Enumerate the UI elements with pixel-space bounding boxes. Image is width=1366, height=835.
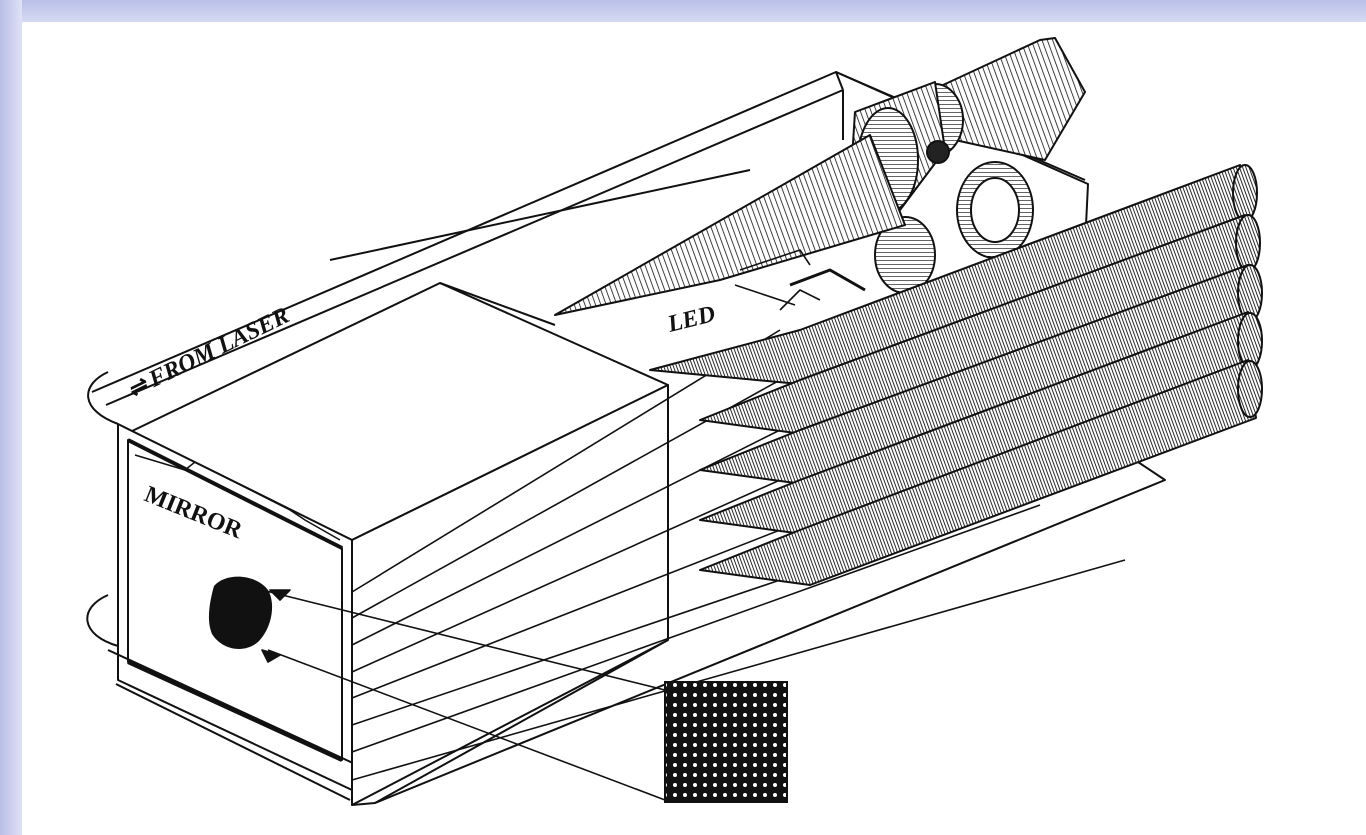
fiber-bundle-1 xyxy=(649,164,1258,386)
fiber-grid-inset xyxy=(664,681,788,803)
back-fiber-bundle xyxy=(849,37,1086,294)
slide-left-band xyxy=(0,0,22,835)
slide-top-band xyxy=(0,0,1366,22)
fiber-bundle-5 xyxy=(699,359,1263,586)
upper-fiber-cone xyxy=(329,134,906,316)
box-side-face xyxy=(351,384,1166,806)
spot-pointers xyxy=(261,589,666,801)
laser-spot xyxy=(208,576,273,649)
led-label: LED xyxy=(664,301,718,338)
fan-lines xyxy=(351,329,1126,781)
led-pointer xyxy=(734,249,866,311)
